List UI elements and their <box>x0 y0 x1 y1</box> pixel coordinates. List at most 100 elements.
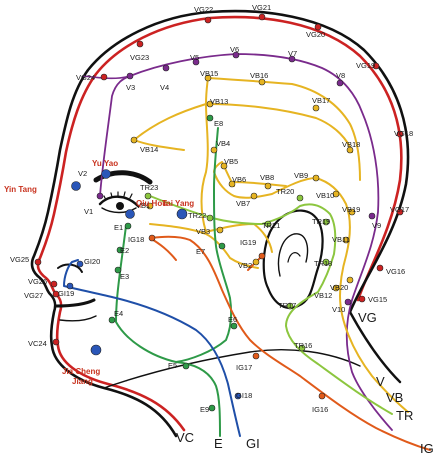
label-ig18: IG18 <box>128 235 144 244</box>
point-v1 <box>96 192 104 200</box>
label-tr23: TR23 <box>140 183 158 192</box>
point-qiu-hou <box>125 209 135 219</box>
point-v4 <box>162 64 170 72</box>
label-vg26: VG26 <box>28 277 47 286</box>
point-tr16 <box>298 344 306 352</box>
point-vb7 <box>250 192 258 200</box>
point-vg17 <box>396 208 404 216</box>
label-vb5: VB5 <box>224 157 238 166</box>
label-vg16: VG16 <box>386 267 405 276</box>
label-tr20: TR20 <box>276 187 294 196</box>
eye-lower-lid <box>101 207 137 214</box>
lip-line <box>59 315 97 322</box>
point-vb6 <box>228 180 236 188</box>
point-gi20 <box>76 260 84 268</box>
v-points <box>96 51 376 306</box>
point-vg25 <box>34 258 42 266</box>
label-vb4: VB4 <box>216 139 230 148</box>
label-tr22: TR22 <box>188 211 206 220</box>
label-v2: V2 <box>78 169 87 178</box>
point-vb1 <box>146 202 154 210</box>
label-vg17: VG17 <box>390 205 409 214</box>
acupoint-dots <box>34 13 404 412</box>
label-vb3: VB3 <box>196 227 210 236</box>
point-ig16 <box>318 392 326 400</box>
extra-points <box>71 169 188 356</box>
label-v1: V1 <box>84 207 93 216</box>
point-e4 <box>108 316 116 324</box>
label-tr18: TR18 <box>314 259 332 268</box>
label-vb18: VB18 <box>342 140 360 149</box>
v-meridian-line <box>99 53 393 431</box>
label-e4: E4 <box>114 309 123 318</box>
point-tr21 <box>264 220 272 228</box>
label-vg25: VG25 <box>10 255 29 264</box>
label-vb12: VB12 <box>314 291 332 300</box>
label-vg18: VG18 <box>394 129 413 138</box>
eye-iris <box>116 202 124 210</box>
gi-meridian-line <box>63 259 241 437</box>
point-vb17 <box>312 104 320 112</box>
special-labels: Yin Tang Yu Yao Tai Yang Qiu Hou Jia Che… <box>4 159 194 386</box>
point-vg15 <box>358 295 366 303</box>
point-vg16 <box>376 264 384 272</box>
label-vb19: VB19 <box>342 205 360 214</box>
v-meridian-branch <box>83 75 131 80</box>
point-vg26 <box>50 280 58 288</box>
label-tr17: TR17 <box>278 301 296 310</box>
point-vb11 <box>342 236 350 244</box>
point-e3 <box>114 266 122 274</box>
point-vg20 <box>314 23 322 31</box>
point-vc24 <box>52 338 60 346</box>
channel-label-vb: VB <box>386 390 403 405</box>
label-vg21: VG21 <box>252 3 271 12</box>
label-gi20: GI20 <box>84 257 100 266</box>
label-vb13: VB13 <box>210 97 228 106</box>
label-vb7: VB7 <box>236 199 250 208</box>
label-vc24: VC24 <box>28 339 47 348</box>
point-e1 <box>124 222 132 230</box>
point-v10 <box>344 298 352 306</box>
point-tr19 <box>322 218 330 226</box>
label-tr19: TR19 <box>312 217 330 226</box>
point-labels: VG21 VG22 VG20 VG23 VG19 VG24 VG18 VG17 … <box>10 3 413 414</box>
label-vb14: VB14 <box>140 145 158 154</box>
point-gi19 <box>66 282 74 290</box>
point-vb19 <box>348 208 356 216</box>
tr-points <box>144 192 330 352</box>
label-vb6: VB6 <box>232 175 246 184</box>
label-ig19: IG19 <box>240 238 256 247</box>
label-gi19: GI19 <box>58 289 74 298</box>
label-vb1: VB1 <box>136 201 150 210</box>
point-tr17 <box>286 302 294 310</box>
eye-lashes <box>103 191 133 201</box>
channel-label-v: V <box>376 374 385 389</box>
point-e7 <box>218 242 226 250</box>
label-jia-cheng-jiang: Jia Cheng Jiang <box>62 367 102 386</box>
point-yin-tang <box>71 181 81 191</box>
channel-label-vc: VC <box>176 430 194 445</box>
point-vg18 <box>396 130 404 138</box>
label-e8: E8 <box>214 119 223 128</box>
point-vg22 <box>204 16 212 24</box>
point-tr23 <box>144 192 152 200</box>
label-v7: V7 <box>288 49 297 58</box>
label-e6: E6 <box>228 315 237 324</box>
label-vb9: VB9 <box>294 171 308 180</box>
eyebrow <box>93 170 153 185</box>
point-tai-yang <box>176 208 188 220</box>
label-vb11: VB11 <box>332 235 350 244</box>
nostril <box>57 263 83 273</box>
point-vb2 <box>252 258 260 266</box>
label-vg24: VG24 <box>76 73 95 82</box>
point-vb9 <box>312 174 320 182</box>
label-v5: V5 <box>190 53 199 62</box>
point-vb3 <box>216 226 224 234</box>
point-vb4 <box>210 146 218 154</box>
point-ig17 <box>252 352 260 360</box>
label-tr16: TR16 <box>294 341 312 350</box>
label-v10: V10 <box>332 305 345 314</box>
label-vg19: VG19 <box>356 61 375 70</box>
point-vb8 <box>264 182 272 190</box>
